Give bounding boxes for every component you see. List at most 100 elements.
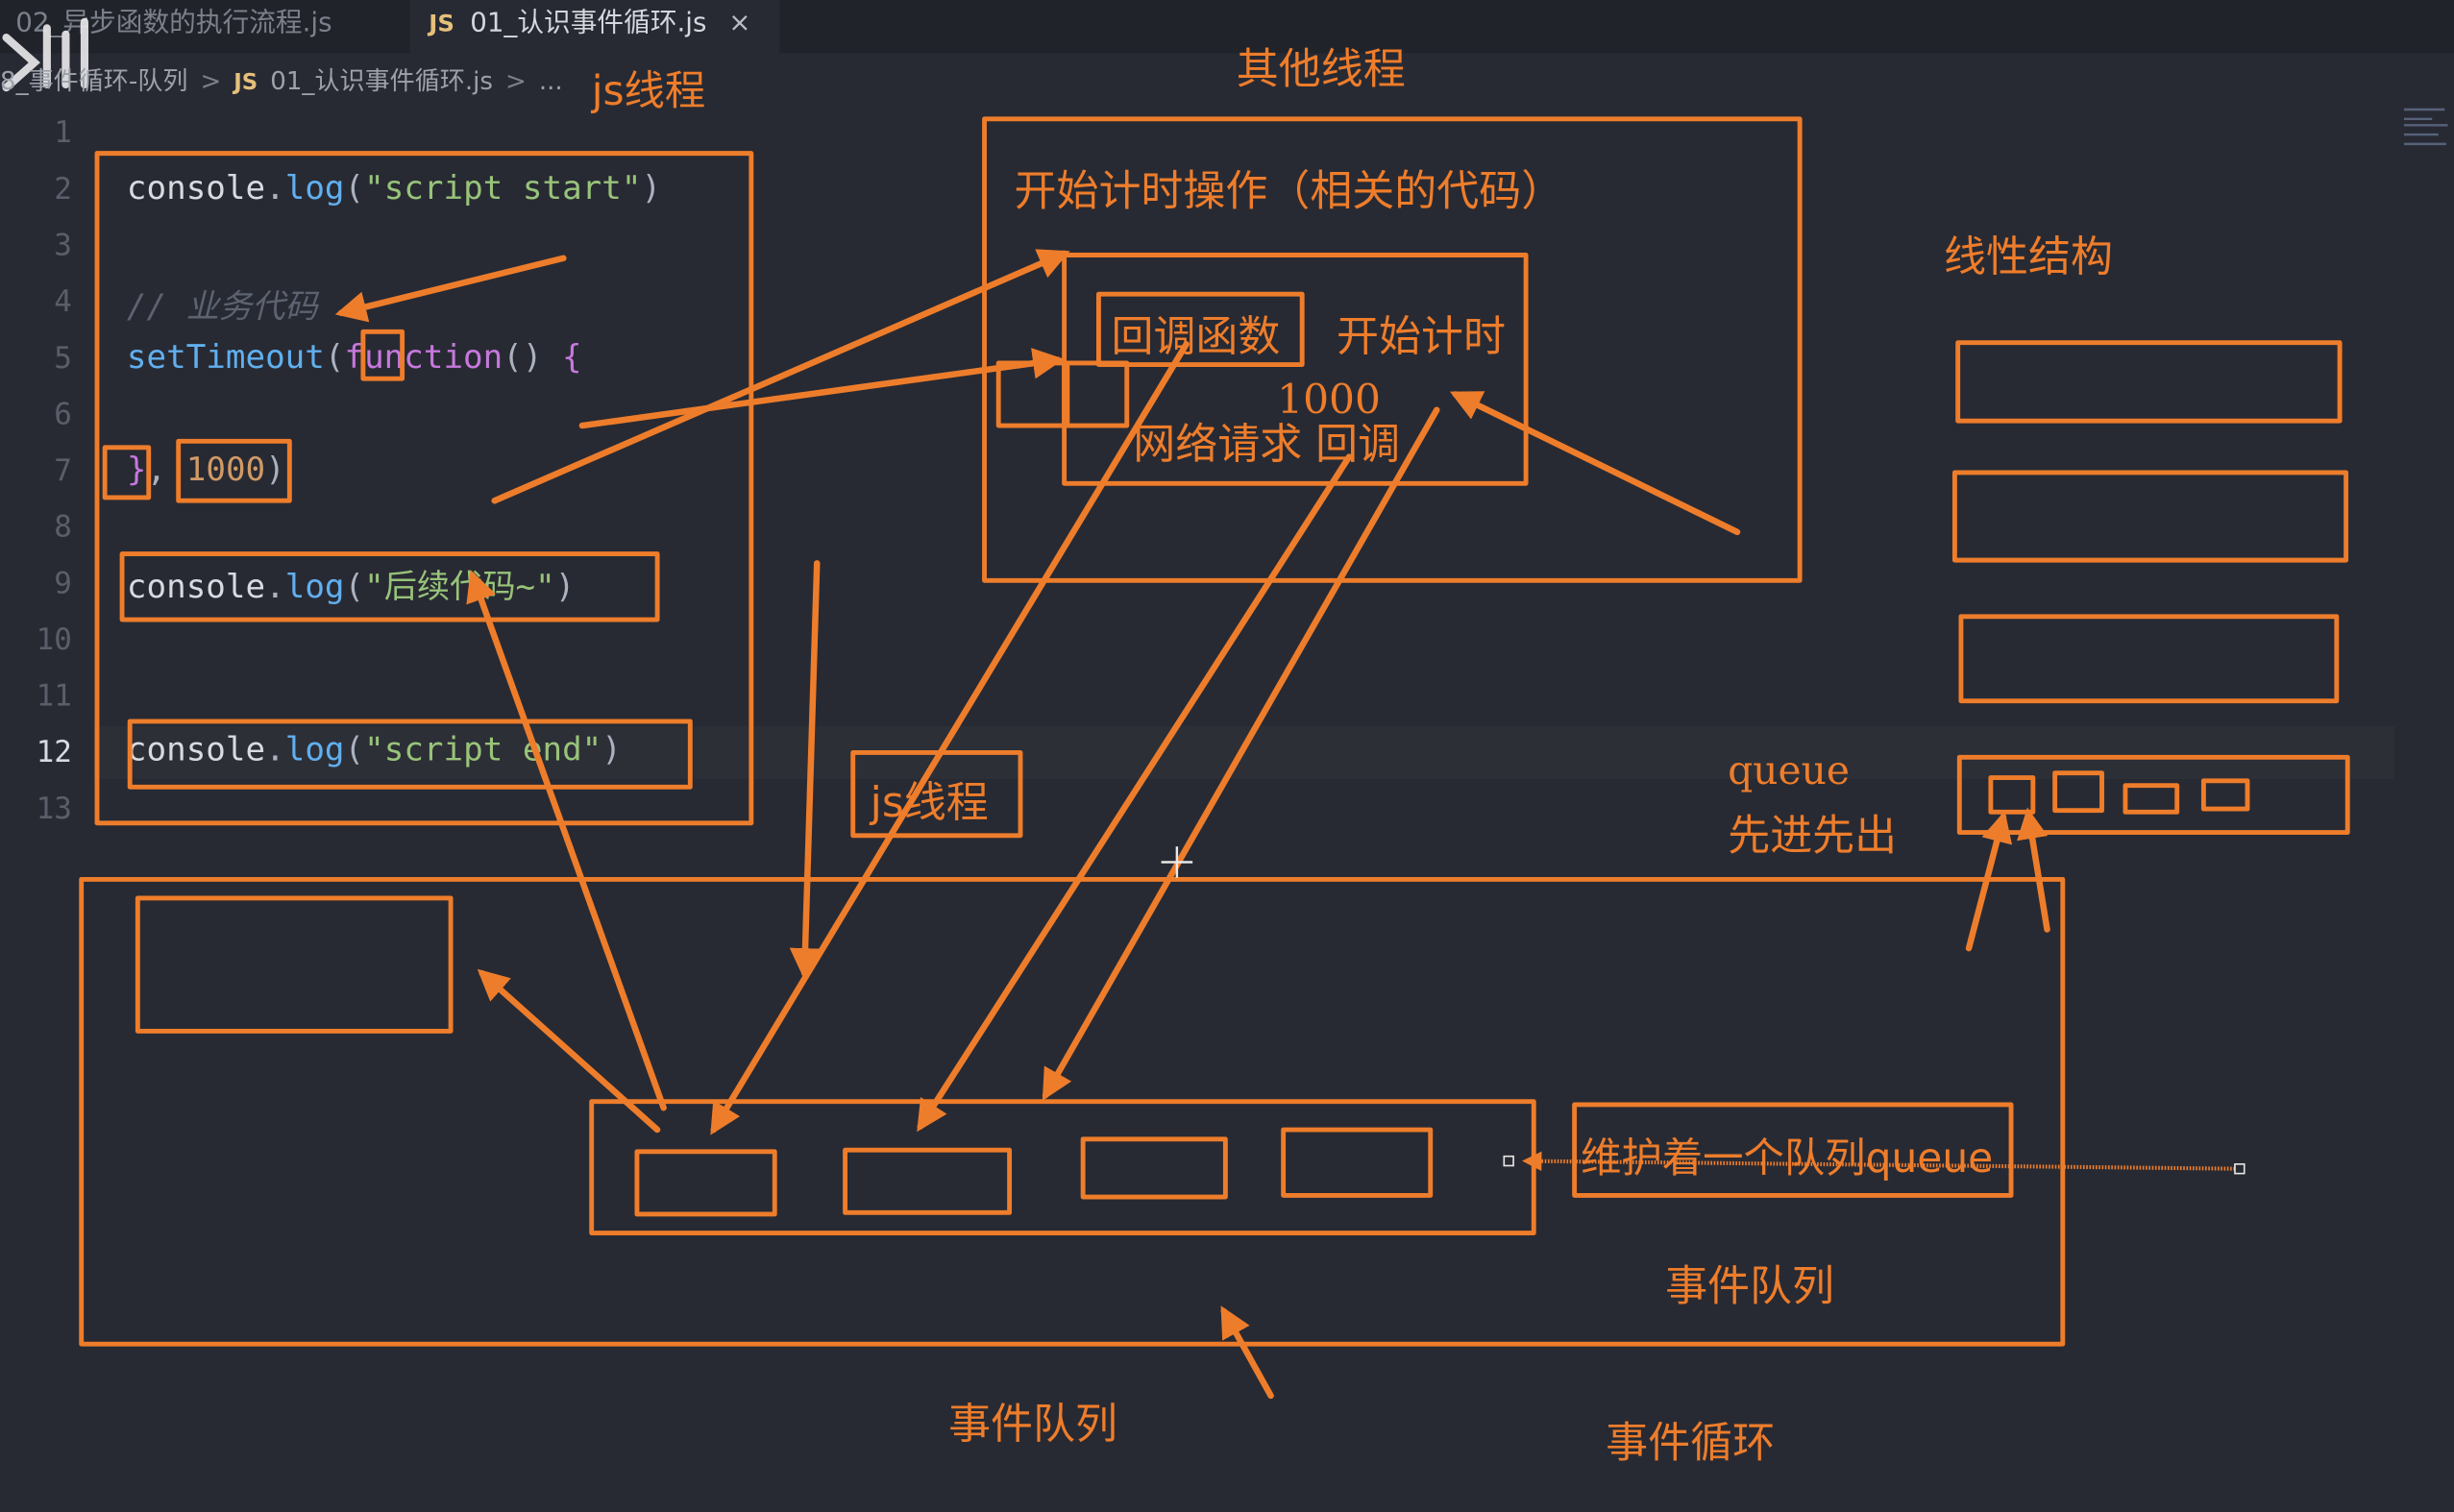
code-token: . — [265, 168, 285, 207]
stack-box — [135, 895, 454, 1034]
label-timer-operation: 开始计时操作（相关的代码） — [1014, 167, 1564, 216]
code-token: () — [503, 337, 543, 376]
code-token: "script start" — [364, 168, 642, 207]
arrow — [1220, 1305, 1274, 1400]
arrow — [1449, 391, 1741, 536]
console-log-later-box — [119, 551, 660, 622]
code-token: ( — [344, 730, 365, 768]
tab-event-loop[interactable]: JS 01_认识事件循环.js × — [409, 0, 780, 54]
maintain-queue-box — [1572, 1102, 2014, 1198]
line-number: 2 — [54, 172, 72, 207]
event-queue-slot — [1080, 1136, 1228, 1200]
label-event-loop: 事件循环 — [1606, 1419, 1776, 1468]
other-threads-box — [982, 116, 1803, 583]
code-line-4[interactable]: // 业务代码 — [127, 281, 318, 329]
cursor-crosshair-icon — [1161, 846, 1193, 878]
code-line-5[interactable]: setTimeout(function() { — [127, 338, 582, 376]
arrow — [578, 348, 1065, 429]
label-start-timer: 开始计时 — [1337, 312, 1506, 362]
code-token: } — [126, 451, 147, 489]
js-thread-label-box — [850, 750, 1023, 839]
breadcrumb-separator: > — [504, 65, 527, 96]
arrow — [491, 249, 1070, 504]
code-token: function — [344, 337, 503, 376]
code-token: { — [542, 337, 582, 376]
line-number: 4 — [54, 284, 72, 320]
arrow — [477, 968, 661, 1134]
breadcrumb-separator: > — [200, 65, 222, 96]
small-box-a — [995, 360, 1070, 428]
line-number: 8 — [54, 509, 72, 545]
code-line-7[interactable]: }, 1000) — [127, 451, 285, 488]
code-token: ( — [344, 168, 365, 207]
line-number: 1 — [54, 115, 72, 151]
annotation-js-thread-top: js线程 — [591, 68, 706, 116]
label-queue: queue — [1728, 747, 1850, 793]
code-token: console — [126, 168, 266, 207]
closing-brace-box — [102, 445, 152, 500]
breadcrumb-ellipsis[interactable]: ... — [538, 65, 563, 96]
queue-slot — [1988, 775, 2036, 815]
function-keyword-box — [360, 329, 405, 381]
small-box-b — [1062, 360, 1130, 428]
code-token: "后续代码~" — [364, 568, 555, 606]
code-token: log — [284, 568, 345, 606]
label-linear-structure: 线性结构 — [1944, 232, 2113, 282]
code-token: log — [284, 730, 345, 768]
line-number: 11 — [36, 678, 72, 714]
code-line-12[interactable]: console.log("script end") — [127, 731, 622, 768]
code-line-2[interactable]: console.log("script start") — [127, 169, 661, 207]
linear-structure-box — [1958, 614, 2340, 704]
event-queue-slot — [1281, 1127, 1434, 1198]
line-number: 5 — [54, 341, 72, 376]
linear-structure-box — [1951, 470, 2349, 563]
delay-value-box — [176, 438, 292, 503]
label-maintain-queue: 维护着一个队列queue — [1581, 1135, 1994, 1183]
code-comment: // 业务代码 — [126, 287, 318, 326]
event-queue-slot — [843, 1147, 1013, 1215]
queue-slot — [2200, 778, 2250, 812]
breadcrumb: 8_事件循环-队列 > JS 01_认识事件循环.js >... — [0, 60, 563, 104]
label-event-queue-bottom: 事件队列 — [948, 1400, 1117, 1450]
linear-structure-box — [1955, 340, 2343, 424]
line-number: 3 — [54, 228, 72, 263]
code-token: . — [265, 568, 285, 606]
breadcrumb-folder[interactable]: 8_事件循环-队列 — [0, 65, 188, 96]
event-queue-slot — [634, 1149, 777, 1217]
event-loop-box — [79, 876, 2066, 1347]
line-number-active: 12 — [36, 735, 72, 770]
arrow — [334, 255, 567, 323]
arrow — [917, 453, 1353, 1133]
tab-label: 01_认识事件循环.js — [470, 8, 707, 39]
breadcrumb-file[interactable]: 01_认识事件循环.js — [270, 65, 493, 96]
code-token: ) — [554, 568, 576, 606]
arrow — [466, 570, 667, 1111]
arrow — [2017, 807, 2050, 933]
code-token: log — [284, 168, 345, 207]
code-token: setTimeout — [126, 337, 325, 376]
code-token: ) — [265, 451, 285, 489]
queue-slot — [2123, 783, 2180, 815]
code-token: console — [126, 568, 266, 606]
arrow — [1965, 810, 2013, 952]
label-event-queue-right: 事件队列 — [1665, 1262, 1834, 1311]
console-log-end-box — [127, 719, 693, 790]
minimap[interactable] — [2403, 107, 2451, 151]
line-number: 13 — [36, 792, 72, 827]
js-file-icon: JS — [233, 70, 258, 96]
bilibili-logo-watermark — [2, 17, 89, 92]
close-tab-icon[interactable]: × — [728, 8, 751, 39]
label-fifo: 先进先出 — [1728, 812, 1898, 861]
label-callback: 回调函数 — [1111, 312, 1281, 362]
arrow — [710, 341, 1190, 1135]
code-token: "script end" — [364, 730, 602, 768]
js-file-icon: JS — [429, 9, 454, 38]
line-number: 10 — [36, 622, 72, 658]
arrow — [789, 560, 822, 980]
code-token: 1000 — [185, 451, 266, 489]
code-token: ( — [324, 337, 345, 376]
label-js-thread: js线程 — [870, 779, 989, 828]
line-number: 9 — [54, 566, 72, 601]
code-line-9[interactable]: console.log("后续代码~") — [127, 562, 575, 609]
